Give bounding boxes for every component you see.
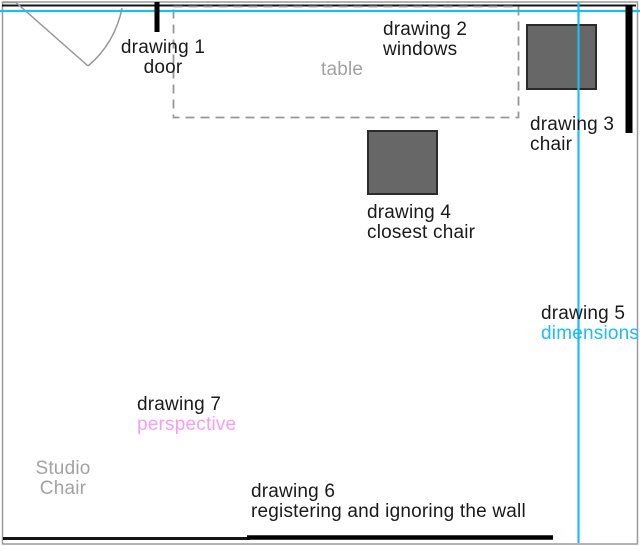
label-drawing-2: drawing 2 windows [383,20,467,60]
label-drawing-1: drawing 1 door [103,38,223,78]
label-line: closest chair [367,222,476,243]
label-table: table [321,60,363,80]
label-studio-chair: Studio Chair [23,459,103,499]
label-line: door [143,57,183,78]
label-line: drawing 5 [541,303,626,324]
label-line: drawing 2 [383,19,468,40]
label-line: drawing 4 [367,202,452,223]
label-line-dimensions: dimensions [541,323,640,344]
label-line: chair [530,134,573,155]
label-line: registering and ignoring the wall [251,501,526,522]
label-drawing-5: drawing 5 dimensions [541,304,639,344]
label-line: Studio [35,458,91,479]
label-line-perspective: perspective [137,414,237,435]
label-line: drawing 6 [251,481,336,502]
label-line: drawing 7 [137,394,222,415]
label-drawing-3: drawing 3 chair [530,115,614,155]
label-drawing-6: drawing 6 registering and ignoring the w… [251,482,526,522]
label-line: table [321,59,364,80]
door-swing-arc [87,7,123,67]
chair-4-square [367,130,438,195]
table-outline [172,5,520,119]
label-line: Chair [39,478,87,499]
right-wall-segment [625,5,633,133]
label-drawing-7: drawing 7 perspective [137,395,236,435]
label-line: windows [383,39,458,60]
label-line: drawing 1 [120,37,206,58]
chair-3-square [526,24,597,90]
label-drawing-4: drawing 4 closest chair [367,203,475,243]
door-jamb-tick [154,2,160,32]
door-leaf-line [2,1,89,67]
label-line: drawing 3 [530,114,615,135]
